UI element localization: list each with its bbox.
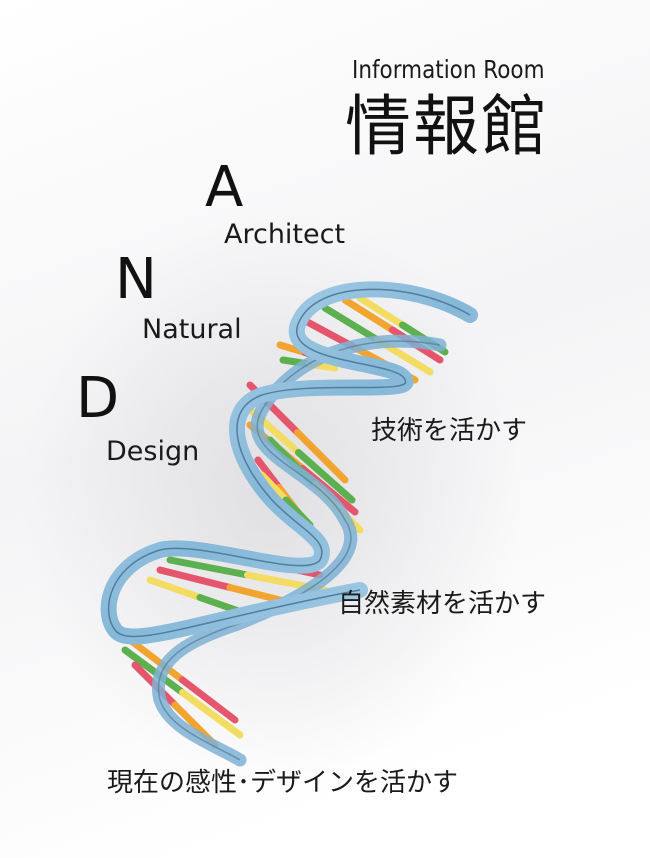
base-pair-segment [179,676,239,724]
acronym-letter-a: A [205,155,244,220]
info-room-title: 情報館 [345,88,549,165]
base-pair-segment [294,429,349,484]
acronym-letter-d: D [76,366,120,431]
base-pair-segment [156,566,234,591]
info-room-subtitle: Information Room [352,55,545,84]
base-pair-segment [295,449,356,504]
base-pair-segment [356,294,406,329]
caption-technology: 技術を活かす [371,416,528,446]
base-pair-segment [166,556,251,579]
backbone-strands [100,281,478,767]
base-pair-segment [254,456,283,491]
base-pair-segment [341,296,396,334]
base-pair-segment [126,636,186,684]
acronym-word-natural: Natural [142,314,242,345]
acronym-word-design: Design [106,436,200,467]
backbone-back-strand-edge [157,340,441,761]
base-pair-segment [146,576,204,601]
base-pair-segment [321,304,381,344]
backbone-front-strand-edge [107,288,471,638]
acronym-word-architect: Architect [224,219,346,250]
base-pair-segment [258,471,290,504]
acronym-letter-n: N [115,247,157,312]
base-pair-segment [179,689,244,739]
caption-modern-design: 現在の感性･デザインを活かす [107,768,459,798]
caption-natural-materials: 自然素材を活かす [338,589,547,619]
base-pair-segment [121,646,186,696]
